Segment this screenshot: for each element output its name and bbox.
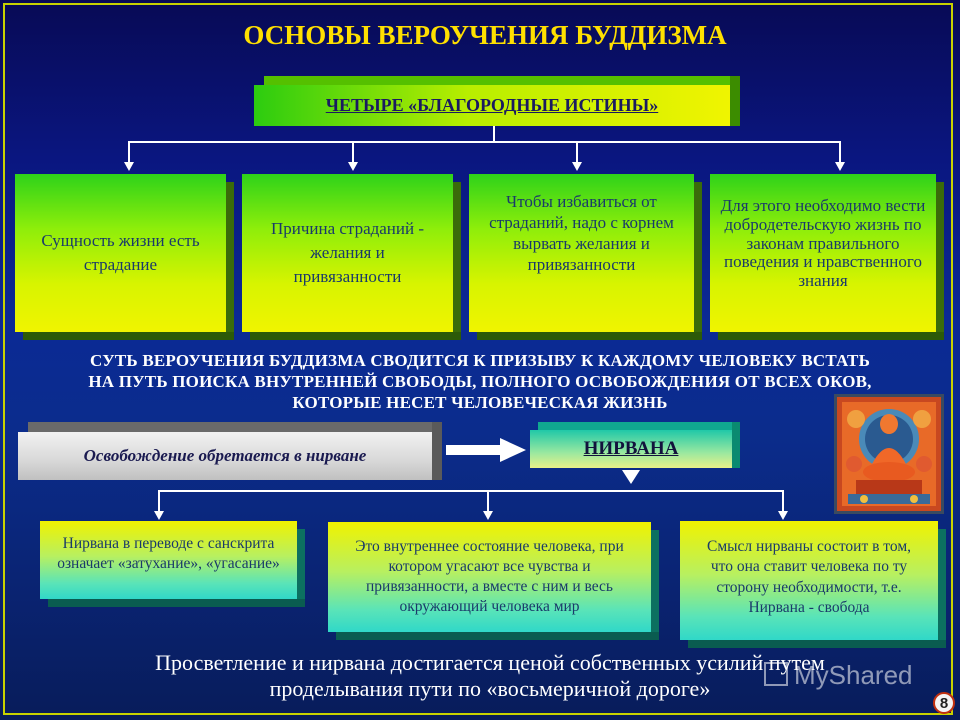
nirvana-detail-text-1: Нирвана в переводе с санскрита означает … (57, 534, 280, 572)
nirvana-box: НИРВАНА (530, 422, 740, 468)
arrow-head-4 (835, 162, 845, 171)
summary-line-1: СУТЬ ВЕРОУЧЕНИЯ БУДДИЗМА СВОДИТСЯ К ПРИЗ… (89, 351, 871, 370)
arrow-head-2 (348, 162, 358, 171)
buddha-thangka-image (834, 394, 944, 514)
nirvana-connector-drop-2 (487, 490, 489, 512)
truth-box-2: Причина страданий - желания и привязанно… (242, 174, 461, 340)
nirvana-arrow-head-1 (154, 511, 164, 520)
connector-drop-3 (576, 141, 578, 163)
connector-drop-4 (839, 141, 841, 163)
connector-drop-1 (128, 141, 130, 163)
truth-box-3: Чтобы избавиться от страданий, надо с ко… (469, 174, 702, 340)
page-number-badge: 8 (933, 692, 955, 714)
down-triangle-icon (622, 470, 640, 484)
nirvana-connector-drop-1 (158, 490, 160, 512)
liberation-text: Освобождение обретается в нирване (83, 446, 367, 465)
nirvana-connector-horizontal (158, 490, 784, 492)
nirvana-connector-drop-3 (782, 490, 784, 512)
truth-box-1: Сущность жизни есть страдание (15, 174, 234, 340)
nirvana-detail-box-3: Смысл нирваны состоит в том, что она ста… (680, 521, 946, 648)
watermark-logo-icon (764, 662, 788, 686)
right-arrow-icon (446, 438, 526, 462)
summary-line-3: КОТОРЫЕ НЕСЕТ ЧЕЛОВЕЧЕСКАЯ ЖИЗНЬ (292, 393, 668, 412)
watermark-text: MyShared (794, 660, 913, 690)
truth-text-3: Чтобы избавиться от страданий, надо с ко… (489, 191, 674, 275)
nirvana-detail-box-1: Нирвана в переводе с санскрита означает … (40, 521, 305, 607)
footer-line-1: Просветление и нирвана достигается ценой… (155, 650, 825, 675)
truth-box-4: Для этого необходимо вести добродетельск… (710, 174, 944, 340)
footer-text: Просветление и нирвана достигается ценой… (40, 650, 940, 702)
truth-text-1: Сущность жизни есть страдание (41, 231, 200, 274)
truths-header-box: ЧЕТЫРЕ «БЛАГОРОДНЫЕ ИСТИНЫ» (254, 76, 740, 126)
footer-line-2: проделывания пути по «восьмеричной дорог… (269, 676, 711, 701)
truths-header-label: ЧЕТЫРЕ «БЛАГОРОДНЫЕ ИСТИНЫ» (325, 95, 659, 115)
nirvana-detail-text-2: Это внутреннее состояние человека, при к… (355, 537, 624, 616)
nirvana-arrow-head-3 (778, 511, 788, 520)
nirvana-label: НИРВАНА (583, 438, 679, 459)
nirvana-detail-text-3: Смысл нирваны состоит в том, что она ста… (706, 538, 912, 616)
connector-drop-2 (352, 141, 354, 163)
arrow-head-3 (572, 162, 582, 171)
watermark: MyShared (764, 660, 913, 691)
truth-text-2: Причина страданий - желания и привязанно… (270, 219, 425, 286)
nirvana-detail-box-2: Это внутреннее состояние человека, при к… (328, 522, 659, 640)
arrow-head-1 (124, 162, 134, 171)
connector-horizontal (128, 141, 841, 143)
nirvana-arrow-head-2 (483, 511, 493, 520)
connector-stem (493, 126, 495, 142)
doctrine-summary: СУТЬ ВЕРОУЧЕНИЯ БУДДИЗМА СВОДИТСЯ К ПРИЗ… (20, 350, 940, 413)
truth-text-4: Для этого необходимо вести добродетельск… (720, 196, 926, 291)
liberation-box: Освобождение обретается в нирване (18, 422, 442, 480)
summary-line-2: НА ПУТЬ ПОИСКА ВНУТРЕННЕЙ СВОБОДЫ, ПОЛНО… (88, 372, 872, 391)
page-title: ОСНОВЫ ВЕРОУЧЕНИЯ БУДДИЗМА (243, 20, 727, 50)
